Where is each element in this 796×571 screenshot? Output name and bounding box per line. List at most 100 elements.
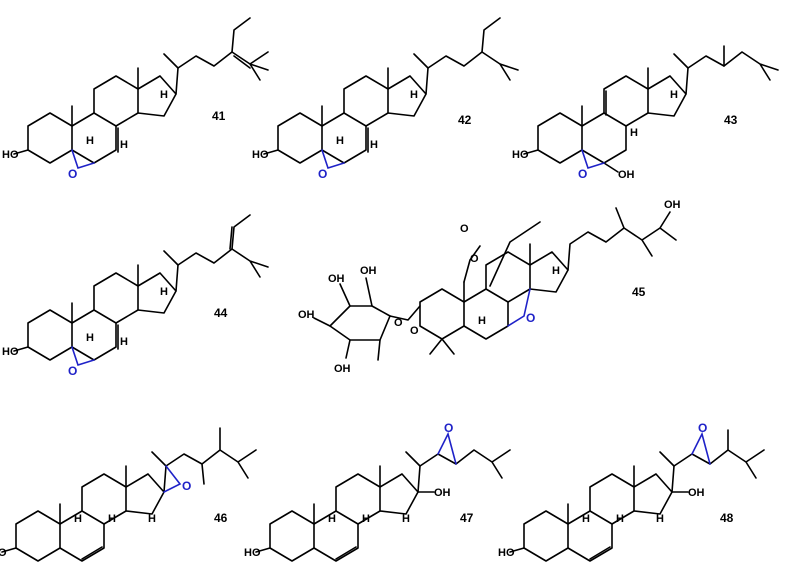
hydrogen-label: H bbox=[86, 135, 94, 147]
steroid-nucleus bbox=[27, 67, 177, 164]
glycoside-link bbox=[389, 305, 421, 321]
compound-number: 43 bbox=[724, 113, 738, 127]
hydrogen-label: H bbox=[630, 127, 638, 139]
compound-44: HO H H H O 44 bbox=[2, 214, 269, 378]
hydrogen-label: H bbox=[410, 89, 418, 101]
steroid-nucleus bbox=[277, 67, 427, 164]
triterpene-nucleus bbox=[419, 243, 569, 340]
lactone-oxygen-label: O bbox=[470, 253, 479, 265]
hydrogen-label: H bbox=[582, 513, 590, 525]
hydroxyl-17-label: OH bbox=[434, 487, 451, 499]
c3-bond bbox=[13, 346, 29, 352]
hydroxyl-label: HO bbox=[244, 547, 261, 559]
compound-number: 45 bbox=[632, 285, 646, 299]
hydrogen-label: H bbox=[656, 513, 664, 525]
compound-48: HO H H H OH O 48 bbox=[498, 421, 765, 562]
epoxide-oxygen-label: O bbox=[68, 167, 77, 181]
steroid-nucleus bbox=[269, 465, 419, 562]
double-bond-5 bbox=[81, 546, 103, 560]
hydroxyl-17-label: OH bbox=[688, 487, 705, 499]
epoxide-oxygen-label: O bbox=[444, 421, 453, 435]
hydroxyl-label: HO bbox=[512, 149, 529, 161]
hydroxyl-label: HO bbox=[498, 547, 515, 559]
steroid-nucleus bbox=[15, 465, 165, 562]
sugar-hydroxyl-label: OH bbox=[328, 273, 345, 285]
hydrogen-label: H bbox=[328, 513, 336, 525]
hydrogen-label: H bbox=[336, 135, 344, 147]
hydrogen-label: H bbox=[362, 513, 370, 525]
hydrogen-label: H bbox=[86, 332, 94, 344]
side-chain-branches bbox=[413, 17, 519, 81]
lactone-oxygen-label: O bbox=[460, 223, 469, 235]
compound-number: 47 bbox=[460, 511, 474, 525]
hydrogen-label: H bbox=[120, 139, 128, 151]
compound-number: 44 bbox=[214, 306, 228, 320]
c3-bond bbox=[509, 547, 525, 553]
hydrogen-label: H bbox=[74, 513, 82, 525]
double-bond-5 bbox=[589, 546, 611, 560]
compound-number: 41 bbox=[212, 109, 226, 123]
side-chain bbox=[175, 248, 269, 292]
lactone-bridge bbox=[463, 221, 541, 287]
side-chain bbox=[425, 51, 501, 95]
steroid-nucleus bbox=[523, 465, 673, 562]
hydroxyl-bonds bbox=[523, 149, 619, 173]
epoxide-ring bbox=[71, 149, 95, 169]
hydrogen-label: H bbox=[670, 89, 678, 101]
epoxide-oxygen-label: O bbox=[526, 311, 535, 325]
side-chain bbox=[685, 51, 779, 95]
hydrogen-label: H bbox=[552, 265, 560, 277]
hydrogen-label: H bbox=[148, 513, 156, 525]
gem-dimethyl bbox=[429, 338, 455, 355]
side-chain bbox=[671, 429, 765, 493]
compound-number: 48 bbox=[720, 511, 734, 525]
compound-number: 46 bbox=[214, 511, 228, 525]
side-chain-methyl bbox=[151, 451, 167, 467]
compound-45: O O H H O OH O O OH OH OH OH 45 bbox=[298, 199, 681, 375]
sugar-ring bbox=[329, 305, 391, 341]
hydroxyl-label: HO bbox=[252, 149, 269, 161]
hydrogen-label: H bbox=[478, 315, 486, 327]
epoxide-oxygen-label: O bbox=[698, 421, 707, 435]
epoxide-ring bbox=[507, 288, 531, 327]
c3-bond bbox=[1, 547, 17, 553]
hydrogen-label: H bbox=[160, 89, 168, 101]
compound-number: 42 bbox=[458, 113, 472, 127]
ring-oxygen-label: O bbox=[394, 317, 403, 329]
sugar-hydroxyl-label: OH bbox=[360, 265, 377, 277]
steroid-nucleus bbox=[537, 67, 687, 164]
side-chain-methyl bbox=[659, 451, 689, 493]
double-bond-5 bbox=[335, 546, 357, 560]
side-chain bbox=[417, 449, 511, 493]
sugar-substituents bbox=[313, 277, 381, 361]
side-chain bbox=[567, 207, 677, 271]
compound-47: HO H H H OH O 47 bbox=[244, 421, 511, 562]
epoxide-ring bbox=[437, 431, 457, 465]
epoxide-oxygen-label: O bbox=[182, 479, 191, 493]
sugar-hydroxyl-label: OH bbox=[298, 309, 315, 321]
c3-bond bbox=[13, 149, 29, 155]
hydrogen-label: H bbox=[370, 139, 378, 151]
epoxide-ring bbox=[691, 431, 711, 465]
hydrogen-label: H bbox=[108, 513, 116, 525]
hydrogen-label: H bbox=[402, 513, 410, 525]
compound-46: HO H H H O 46 bbox=[0, 427, 257, 562]
epoxide-ring bbox=[71, 346, 95, 366]
c3-bond bbox=[263, 149, 279, 155]
epoxide-ring bbox=[581, 149, 605, 169]
glycoside-oxygen-label: O bbox=[410, 325, 419, 337]
side-chain-branches bbox=[163, 17, 269, 81]
hydroxyl-label: HO bbox=[2, 149, 19, 161]
compound-42: HO H H H O 42 bbox=[252, 17, 519, 181]
epoxide-oxygen-label: O bbox=[318, 167, 327, 181]
side-chain bbox=[175, 51, 269, 95]
hydrogen-label: H bbox=[160, 286, 168, 298]
hydrogen-label: H bbox=[120, 336, 128, 348]
sidechain-hydroxyl-label: OH bbox=[664, 199, 681, 211]
epoxide-oxygen-label: O bbox=[578, 167, 587, 181]
hydrogen-label: H bbox=[616, 513, 624, 525]
compound-43: HO H H OH O 43 bbox=[512, 45, 779, 181]
sugar-hydroxyl-label: OH bbox=[334, 363, 351, 375]
c3-bond bbox=[255, 547, 271, 553]
